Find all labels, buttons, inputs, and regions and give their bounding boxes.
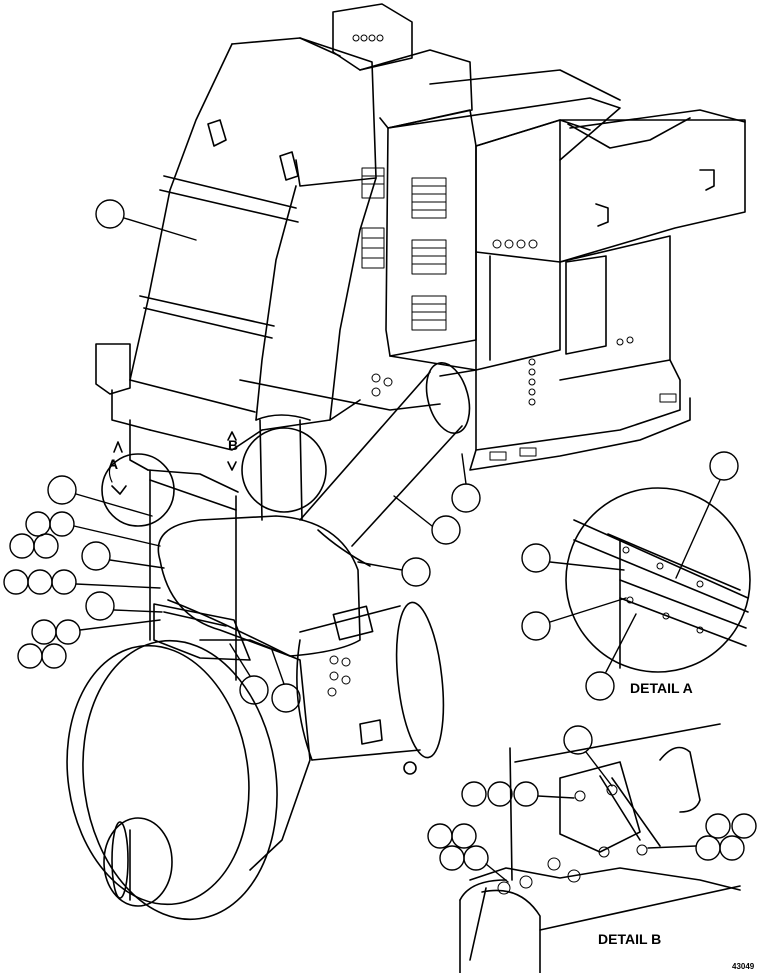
detail-a-view	[565, 487, 751, 673]
blower-housing	[66, 414, 361, 921]
exhaust-pipe	[299, 362, 471, 567]
louver-panel	[385, 109, 477, 357]
view-b-label: B	[228, 437, 239, 453]
figure-number: 43049	[732, 962, 755, 971]
control-box	[475, 119, 746, 263]
callout-balloons	[3, 199, 757, 883]
detail-b-label: DETAIL B	[598, 931, 662, 947]
motor	[296, 601, 445, 775]
view-a-label: A	[108, 456, 119, 472]
detail-a-label: DETAIL A	[630, 680, 693, 696]
detail-a-callout-circle	[101, 453, 175, 527]
detail-b-callout-circle	[241, 427, 327, 513]
air-intake-hood	[95, 37, 441, 493]
generator-housing	[332, 3, 746, 471]
detail-b-view	[459, 723, 741, 973]
